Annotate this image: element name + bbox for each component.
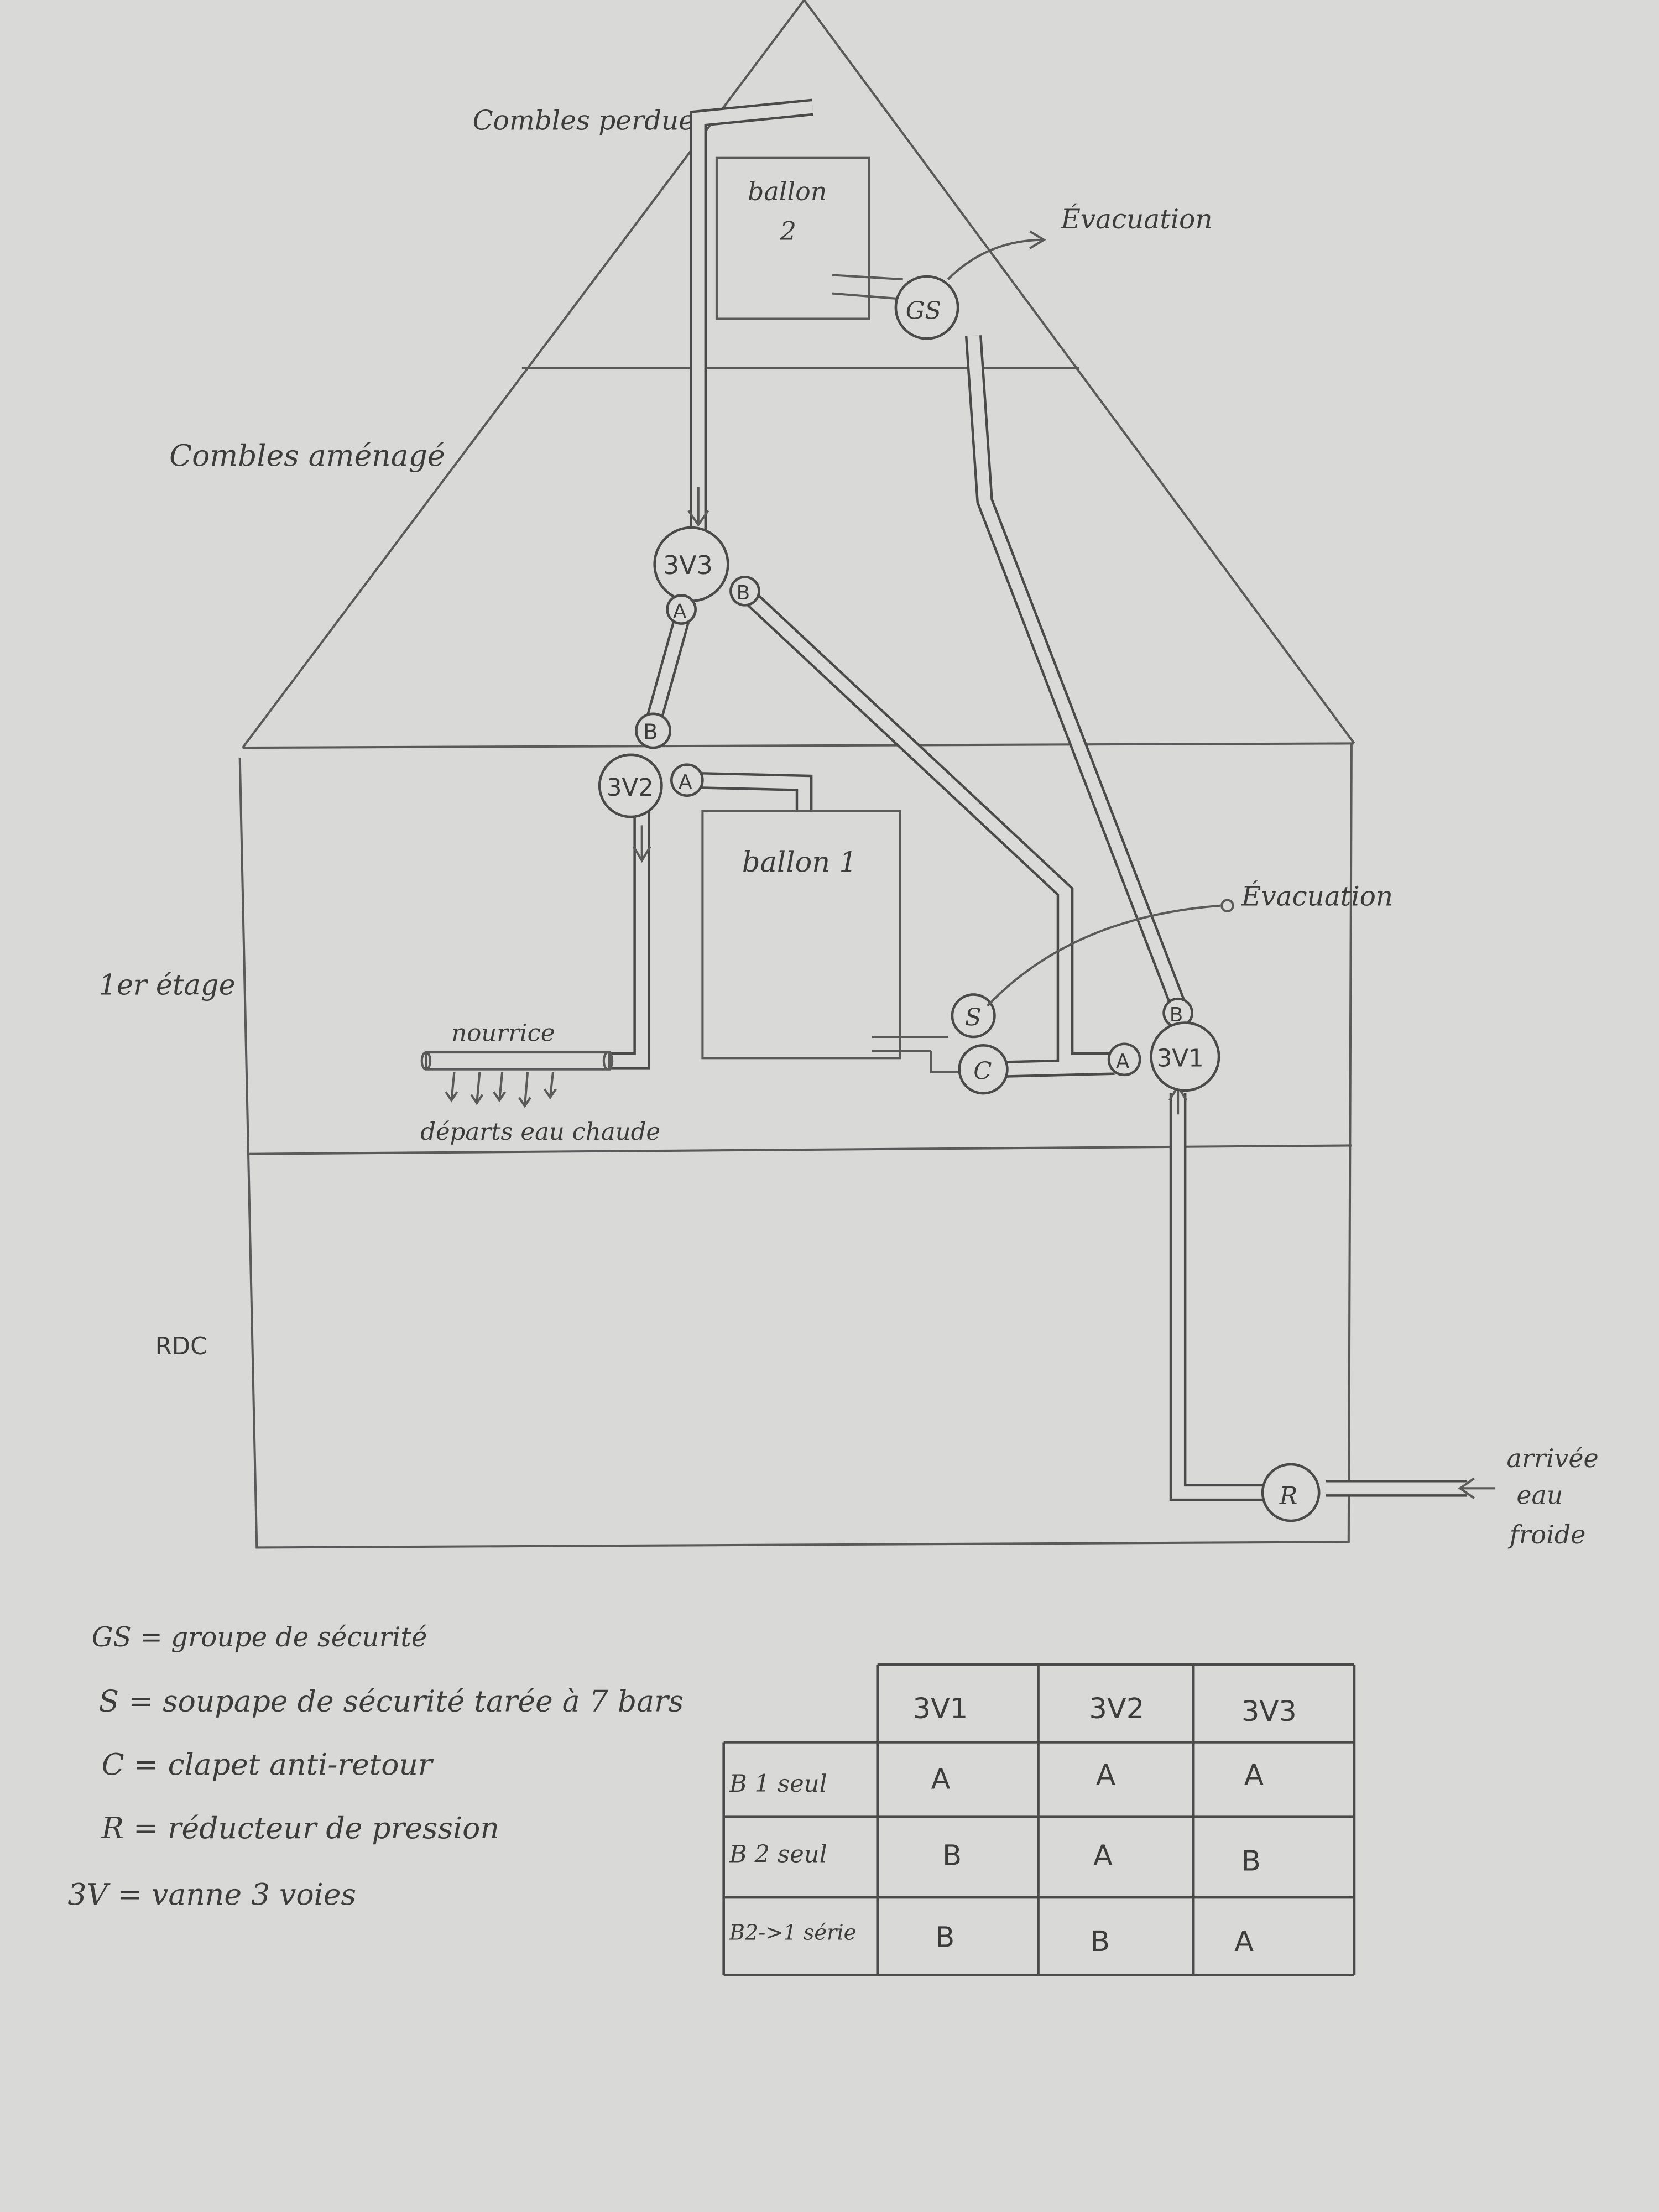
evacuation-end-icon (1220, 899, 1234, 912)
table-cell: A (1093, 1839, 1113, 1872)
label-cold-inlet-2: eau (1516, 1480, 1563, 1510)
table-cell: A (1234, 1926, 1254, 1958)
label-first-floor: 1er étage (99, 969, 236, 1001)
table-row-label: B 1 seul (729, 1770, 827, 1798)
label-evacuation-top: Évacuation (1060, 204, 1212, 235)
three-way-valve-3v3: 3V3 A B (653, 526, 760, 625)
table-header: 3V2 (1089, 1693, 1144, 1725)
three-way-valve-3v1: B 3V1 A (1107, 997, 1220, 1092)
svg-text:3V1: 3V1 (1157, 1045, 1204, 1073)
manifold (420, 1051, 614, 1108)
label-combles-amenage: Combles aménagé (169, 438, 445, 473)
safety-group: GS (894, 275, 959, 340)
svg-text:B: B (643, 720, 658, 745)
arrow-down-icon (632, 825, 651, 863)
tank-2 (715, 156, 870, 320)
table-cell: A (1096, 1759, 1115, 1792)
check-valve-c: C (958, 1044, 1009, 1095)
label-evacuation-mid: Évacuation (1241, 881, 1393, 912)
table-cell: A (931, 1764, 951, 1796)
arrow-left-icon (1458, 1477, 1496, 1499)
svg-text:B: B (737, 582, 750, 604)
svg-text:R: R (1279, 1482, 1298, 1510)
label-manifold: nourrice (451, 1020, 555, 1047)
legend-item: S = soupape de sécurité tarée à 7 bars (99, 1683, 684, 1718)
svg-text:A: A (673, 600, 687, 623)
legend-item: 3V = vanne 3 voies (67, 1877, 356, 1912)
tank-2-number: 2 (780, 216, 796, 246)
valve-position-table: 3V1 3V2 3V3 B 1 seul A A A B 2 seul B A … (722, 1663, 1356, 1976)
evacuation-arrow-icon (947, 230, 1046, 280)
svg-text:3V3: 3V3 (663, 550, 713, 580)
label-hot-water-outlets: départs eau chaude (420, 1118, 660, 1146)
svg-text:A: A (679, 771, 692, 794)
legend-item: GS = groupe de sécurité (92, 1622, 427, 1653)
svg-text:C: C (973, 1058, 992, 1086)
arrow-down-icon (687, 487, 709, 527)
table-row-label: B2->1 série (729, 1921, 856, 1945)
outlet-arrows-icon (445, 1072, 557, 1108)
table-row-label: B 2 seul (729, 1840, 827, 1868)
table-header: 3V1 (913, 1693, 968, 1725)
tank-2-outlet (832, 292, 903, 300)
roof-right (803, 0, 1355, 744)
safety-valve-s: S (951, 993, 996, 1039)
table-cell: B (1091, 1926, 1110, 1958)
label-cold-inlet-1: arrivée (1506, 1443, 1598, 1473)
table-cell: B (942, 1839, 962, 1872)
label-cold-inlet-3: froide (1508, 1520, 1586, 1550)
first-floor-line (248, 1144, 1352, 1155)
house-walls (238, 743, 1353, 1549)
table-cell: B (935, 1921, 954, 1954)
svg-text:3V2: 3V2 (607, 774, 654, 802)
tank-1 (701, 810, 901, 1060)
tank-2-label: ballon (748, 176, 827, 206)
table-header: 3V3 (1241, 1695, 1297, 1728)
svg-text:A: A (1116, 1050, 1130, 1073)
svg-text:S: S (965, 1004, 982, 1032)
tank-1-label: ballon 1 (742, 847, 857, 879)
label-ground-floor: RDC (155, 1333, 207, 1360)
table-cell: A (1244, 1759, 1264, 1792)
pressure-reducer-r: R (1261, 1463, 1321, 1522)
roof-base-line (242, 742, 1354, 749)
label-combles-perdues: Combles perdues (473, 106, 708, 137)
tank-2-outlet (832, 274, 903, 281)
three-way-valve-3v2: B 3V2 A (598, 712, 704, 818)
svg-text:GS: GS (906, 298, 941, 325)
evacuation-line (987, 904, 1220, 1007)
legend-item: R = réducteur de pression (101, 1811, 499, 1845)
legend: GS = groupe de sécurité S = soupape de s… (67, 1622, 684, 1912)
legend-item: C = clapet anti-retour (102, 1747, 434, 1782)
table-cell: B (1241, 1845, 1261, 1878)
